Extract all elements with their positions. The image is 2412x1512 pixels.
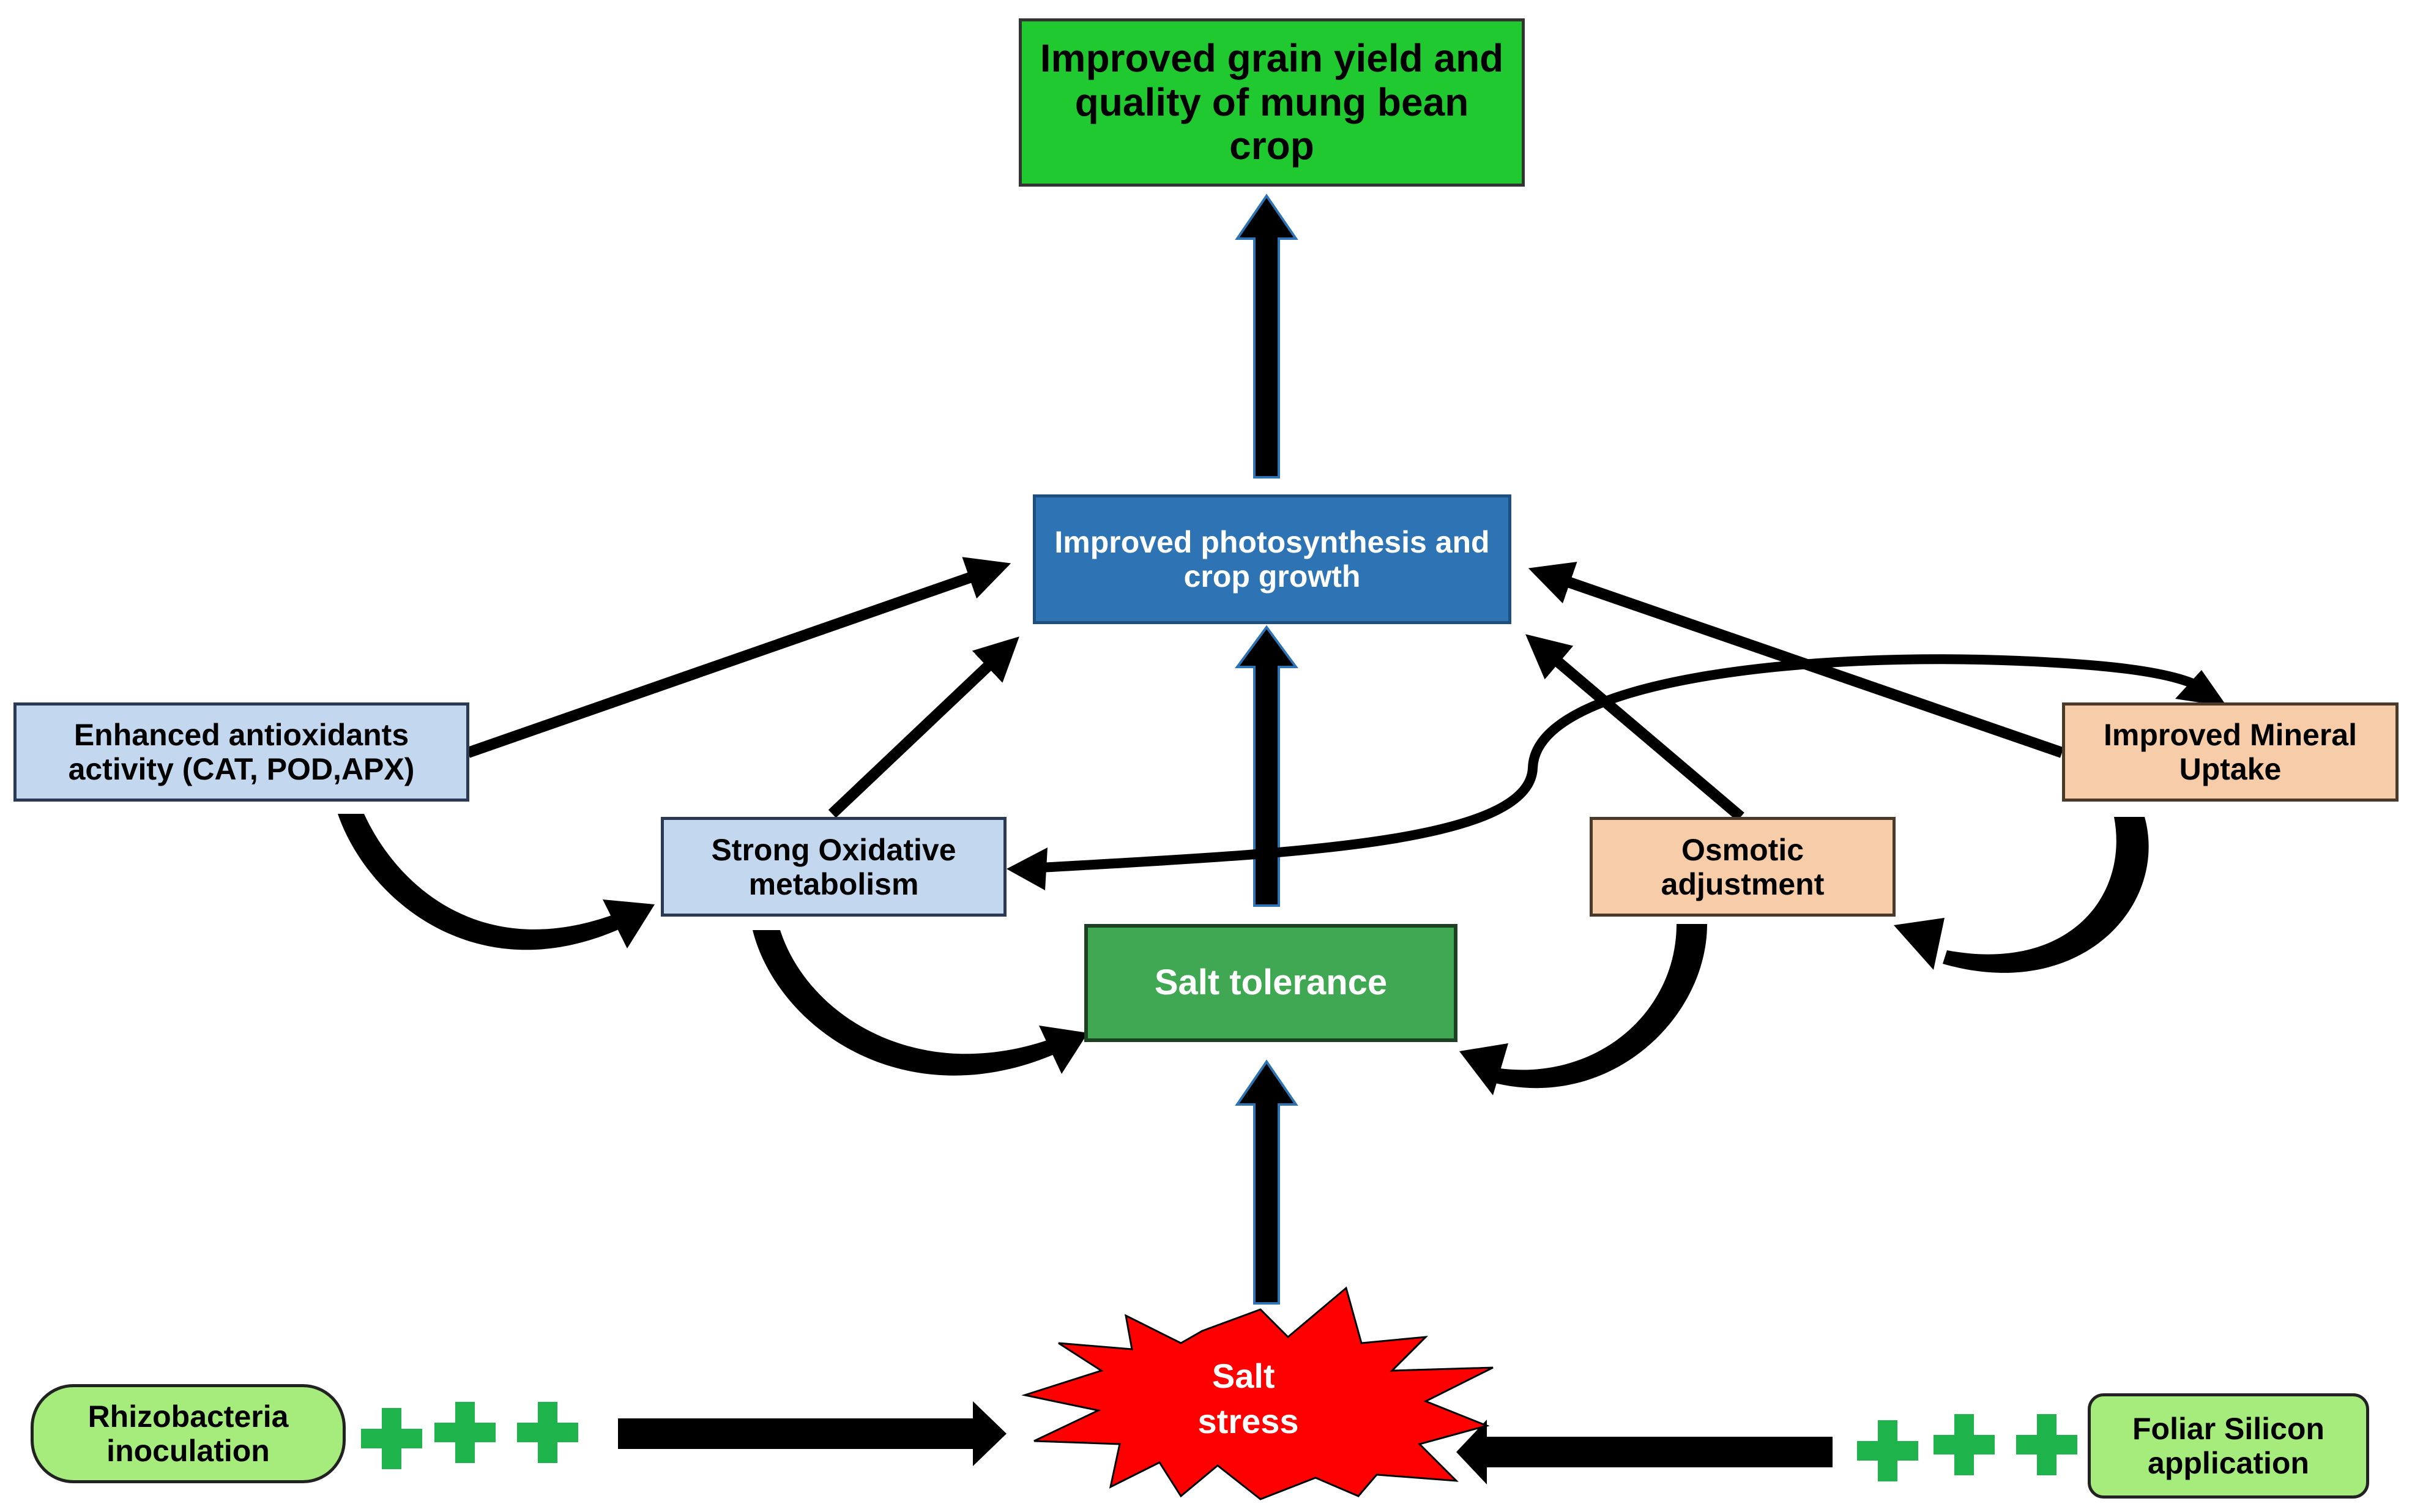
- grain-yield-box: Improved grain yield and quality of mung…: [1019, 18, 1525, 187]
- arrow-photosynthesis-to-yield: [1235, 193, 1298, 479]
- salt-stress-label: Salt stress: [1197, 1357, 1298, 1440]
- osmotic-adjustment-label: Osmotic adjustment: [1661, 832, 1825, 901]
- arrow-antioxidants-to-photosynthesis: [466, 557, 1011, 758]
- foliar-silicon-label: Foliar Silicon application: [2132, 1412, 2325, 1480]
- swoosh-mineral-to-osmotic: [1894, 817, 2149, 973]
- salt-tolerance-label: Salt tolerance: [1154, 963, 1388, 1003]
- salt-stress-burst-icon: [1021, 1286, 1494, 1500]
- photosynthesis-label: Improved photosynthesis and crop growth: [1054, 525, 1490, 594]
- mineral-uptake-box: Improved Mineral Uptake: [2062, 702, 2399, 802]
- oxidative-metabolism-label: Strong Oxidative metabolism: [711, 832, 956, 901]
- arrow-oxidative-to-photosynthesis: [828, 636, 1019, 818]
- salt-tolerance-box: Salt tolerance: [1084, 924, 1457, 1042]
- foliar-silicon-box: Foliar Silicon application: [2088, 1393, 2369, 1499]
- arrow-rhizobacteria-to-salt-stress: [618, 1401, 1007, 1466]
- plus-icon: [2016, 1414, 2077, 1475]
- mineral-uptake-label: Improved Mineral Uptake: [2104, 718, 2357, 786]
- grain-yield-label: Improved grain yield and quality of mung…: [1040, 35, 1504, 168]
- arrow-salt-tolerance-to-photosynthesis: [1235, 625, 1298, 907]
- plus-icon: [517, 1402, 578, 1463]
- arrow-salt-stress-to-tolerance: [1235, 1059, 1298, 1305]
- arrow-silicon-to-salt-stress: [1456, 1420, 1833, 1484]
- osmotic-adjustment-box: Osmotic adjustment: [1590, 817, 1896, 917]
- plus-icon: [1934, 1414, 1995, 1475]
- curve-mineral-oxidative: [1040, 654, 2206, 873]
- rhizobacteria-label: Rhizobacteria inoculation: [87, 1399, 289, 1468]
- plus-icon: [1857, 1420, 1918, 1481]
- arrowhead-to-mineral: [2175, 670, 2227, 707]
- photosynthesis-box: Improved photosynthesis and crop growth: [1033, 494, 1511, 624]
- antioxidants-box: Enhanced antioxidants activity (CAT, POD…: [13, 702, 469, 802]
- swoosh-oxidative-to-salt-tolerance: [753, 930, 1088, 1076]
- swoosh-osmotic-to-salt-tolerance: [1459, 924, 1707, 1095]
- rhizobacteria-box: Rhizobacteria inoculation: [31, 1384, 346, 1483]
- antioxidants-label: Enhanced antioxidants activity (CAT, POD…: [68, 718, 415, 786]
- oxidative-metabolism-box: Strong Oxidative metabolism: [661, 817, 1007, 917]
- arrowhead-to-oxidative: [1007, 847, 1048, 890]
- arrow-osmotic-to-photosynthesis: [1525, 634, 1744, 821]
- plus-icon: [434, 1402, 496, 1463]
- swoosh-antioxidants-to-oxidative: [338, 814, 655, 950]
- plus-icon: [361, 1408, 422, 1469]
